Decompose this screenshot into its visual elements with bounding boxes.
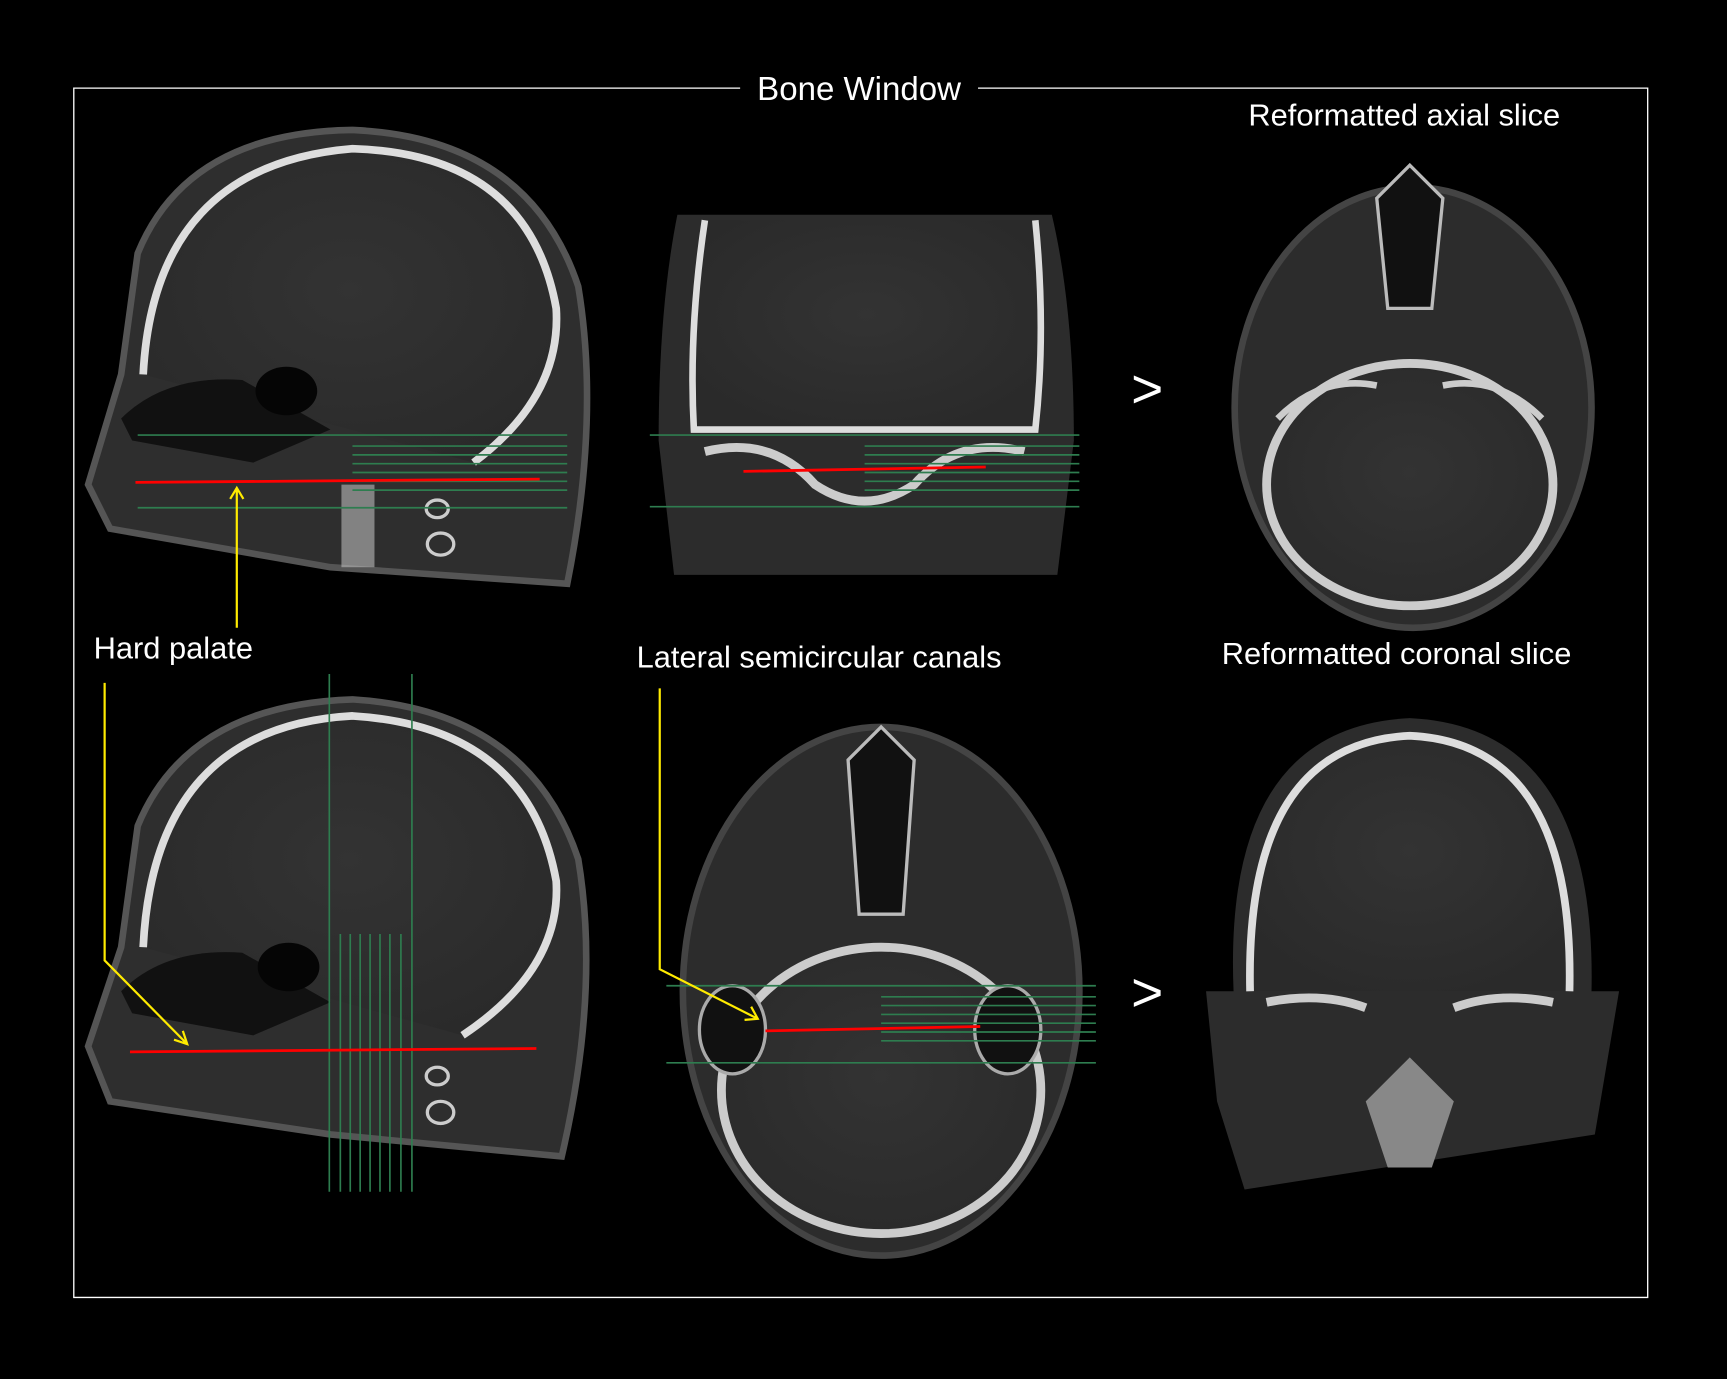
sagittal-slice-bottom: [84, 696, 590, 1161]
frame: [73, 87, 1649, 1299]
label-lateral-semicircular-canals: Lateral semicircular canals: [637, 639, 1002, 674]
guide-lines-top-coronal: [649, 434, 1080, 508]
axial-slice-bottom: [679, 723, 1083, 1259]
arrow-to-axial: >: [1131, 358, 1163, 420]
guide-lines-bottom-axial: [666, 984, 1096, 1064]
sagittal-slice-top: [84, 126, 591, 588]
red-plane-line: [743, 465, 986, 473]
guide-lines-top-sagittal: [137, 434, 568, 509]
label-reformatted-coronal: Reformatted coronal slice: [1222, 636, 1572, 671]
label-hard-palate: Hard palate: [94, 631, 253, 666]
red-plane-line: [765, 1025, 981, 1033]
yellow-arrow-hard-palate-bottom: [103, 682, 189, 1046]
red-plane-line: [129, 1047, 537, 1054]
arrow-to-coronal: >: [1131, 961, 1163, 1023]
yellow-arrow-canals: [658, 688, 760, 1021]
coronal-slice-top: [658, 214, 1074, 575]
yellow-arrow-hard-palate-top: [229, 485, 245, 628]
red-plane-line: [135, 477, 540, 484]
axial-slice-reformatted: [1231, 162, 1595, 632]
figure-title: Bone Window: [757, 71, 961, 108]
label-reformatted-axial: Reformatted axial slice: [1248, 98, 1560, 133]
guide-lines-bottom-sagittal: [328, 674, 413, 1192]
coronal-slice-reformatted: [1206, 718, 1620, 1190]
